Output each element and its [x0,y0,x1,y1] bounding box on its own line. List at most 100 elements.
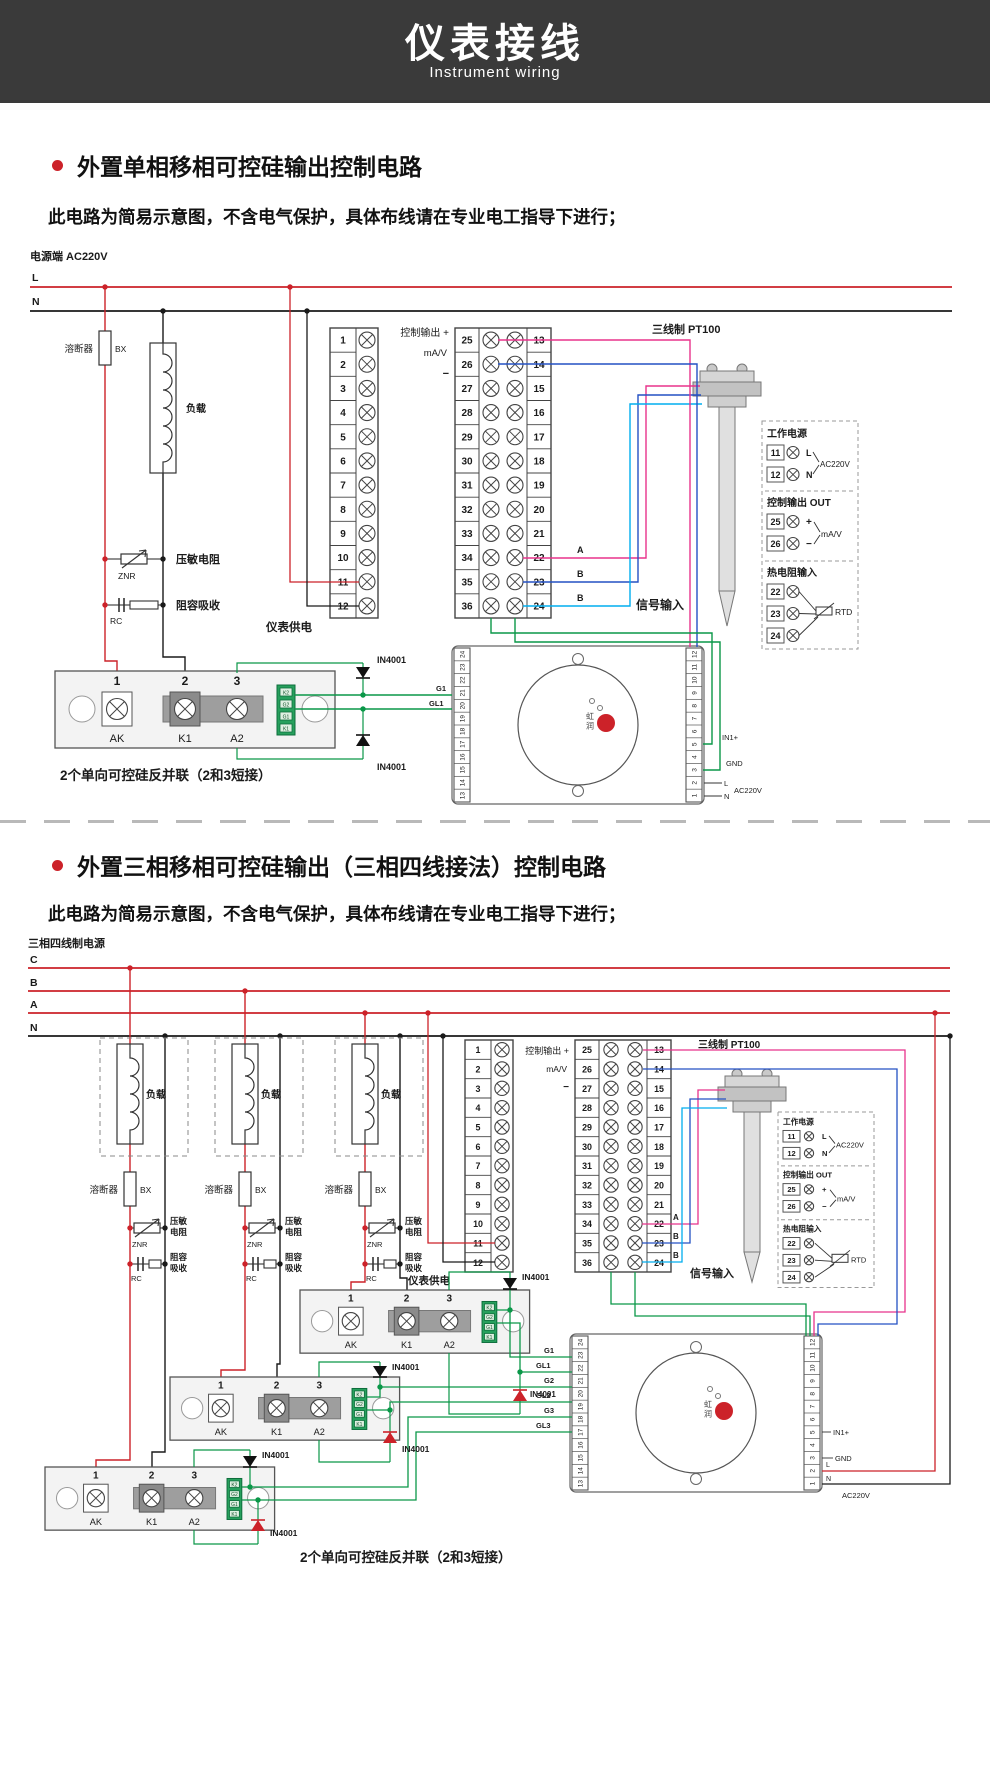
terminal-number: 1 [476,1045,481,1055]
gate-pin [229,1490,240,1498]
screw-terminal [506,452,524,470]
brand-text: 虹 [704,1400,712,1409]
diode-symbol [503,1278,517,1290]
minus-label: − [443,368,449,380]
junction-dot [277,1261,283,1267]
junction-dot [160,602,166,608]
board-pin-label: AC220V [842,1491,870,1500]
screw-terminal [358,500,376,518]
terminal-number: 3 [476,1084,481,1094]
terminal-number: 16 [533,408,545,419]
section2-title: 外置三相移相可控硅输出（三相四线接法）控制电路 [77,854,606,880]
fuse-branch-wire [104,287,118,677]
load-branch-wire [162,311,186,677]
screw-terminal [494,1119,510,1135]
strip-number: 13 [460,792,467,800]
screw-terminal [482,379,500,397]
board-pin-label: IN1+ [833,1428,850,1437]
wire [496,1102,508,1113]
strip-number: 23 [578,1351,585,1359]
terminal-number: 29 [461,432,473,443]
terminal-number: 6 [476,1142,481,1152]
strip-number: 17 [460,740,467,748]
section2-warning: 此电路为简易示意图，不含电气保护，具体布线请在专业电工指导下进行； [48,904,626,924]
wire [485,430,497,443]
strip-number: 12 [810,1338,817,1346]
junction-dot [162,1225,168,1231]
fuse-symbol [123,1171,137,1207]
panel-title: 工作电源 [767,427,807,440]
load-dashed-box [334,1037,424,1157]
screw-terminal [494,1235,510,1251]
screw-terminal [786,584,800,599]
load-label: 负载 [381,1088,401,1101]
gate-pin [279,687,293,697]
wire [270,1401,283,1415]
strip-number: 1 [692,793,699,797]
section1-title-row: 外置单相移相可控硅输出控制电路 [52,148,422,182]
wire [629,1063,641,1075]
diode-triangle [243,1456,257,1467]
gate-label: G2 [544,1376,554,1385]
terminal-number: 5 [476,1122,481,1132]
panel-leader [798,591,817,612]
scr-caption: 2个单向可控硅反并联（2和3短接） [300,1549,512,1565]
wire [485,455,497,467]
wire [629,1179,641,1191]
wire [485,551,497,564]
screw-terminal [142,1488,161,1508]
screw-terminal [482,404,500,422]
brand-logo [597,714,615,732]
varistor-label: 压敏 [285,1216,303,1226]
wire [788,517,798,526]
terminal-number: 24 [533,601,545,612]
screw-terminal [482,549,500,567]
terminal-number: 12 [337,601,349,612]
panel-term-cell [766,444,785,461]
screw-terminal [494,1196,510,1213]
terminal-number: 23 [533,577,545,588]
panel-term-number: 26 [787,1202,795,1211]
signal-input-label: 信号输入 [690,1266,734,1280]
diode-wire [448,1353,520,1415]
gate-label: GL1 [429,699,444,708]
scr-caption: 2个单向可控硅反并联（2和3短接） [60,767,272,783]
screw-terminal [603,1254,619,1271]
section1-title: 外置单相移相可控硅输出控制电路 [77,154,422,180]
varistor-arrow [272,1218,275,1227]
terminal-number: 31 [582,1161,592,1171]
brand-text: 润 [586,721,594,731]
wire [805,1202,813,1210]
varistor-arrow [121,549,147,569]
screw-terminal [786,536,800,551]
junction-dot [362,1010,368,1016]
rc-resistor [129,600,159,610]
terminal-number: 36 [461,601,473,612]
diode-label: IN4001 [522,1272,550,1282]
screw-terminal [603,1061,619,1077]
pt100-label: 三线制 PT100 [652,322,720,336]
terminal-number: 28 [582,1103,592,1113]
diode-triangle [373,1366,387,1377]
wire [361,382,373,395]
trigger-signal-wire [498,339,691,647]
gate-pin-label: K2 [356,1392,362,1398]
sync-wire [490,618,713,745]
strip-number: 2 [692,781,699,785]
panel-term-cell [782,1200,801,1213]
panel-leader [828,1145,836,1154]
panel-term-number: 22 [770,587,780,597]
varistor-arrow [266,1218,275,1221]
rc-label: 阻容 [170,1252,188,1262]
mount-hole [690,1341,702,1353]
junction-dot [242,988,248,994]
gate-label: G1 [436,684,446,693]
gate-pin [354,1400,365,1408]
terminal-number: 25 [582,1045,592,1055]
gate-pin-label: G1 [486,1325,493,1331]
screw-terminal [603,1138,619,1155]
wire [629,1121,641,1133]
panel-wire-label: + [806,517,812,528]
panel-term-number: 11 [771,448,781,458]
wire [788,470,798,479]
